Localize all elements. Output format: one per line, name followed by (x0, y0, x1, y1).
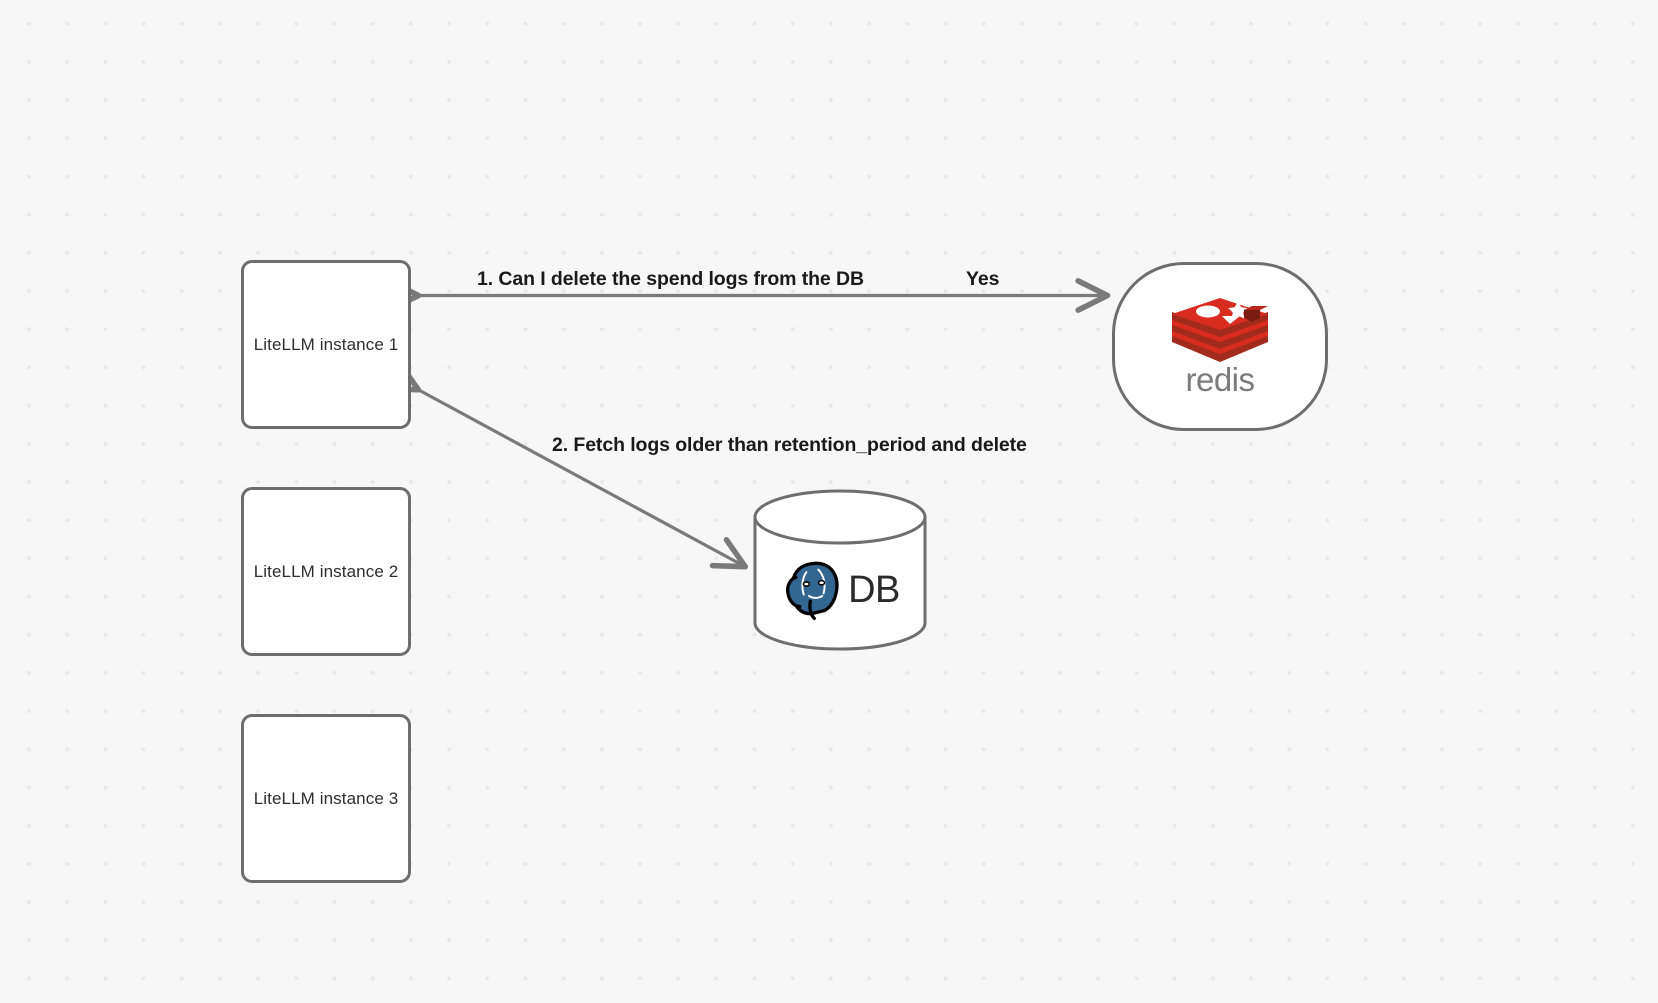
db-label: DB (848, 569, 900, 611)
redis-logo-icon (1172, 297, 1268, 362)
edge-label-can-i-delete-spend-logs: 1. Can I delete the spend logs from the … (477, 268, 864, 290)
node-litellm-instance-2[interactable]: LiteLLM instance 2 (241, 487, 411, 656)
database-cylinder-icon (753, 489, 927, 651)
edge-label-fetch-logs-older-than-retention-period: 2. Fetch logs older than retention_perio… (552, 434, 1027, 456)
redis-wordmark-icon: redis (1185, 361, 1255, 398)
node-postgres-db[interactable]: DB (752, 489, 928, 651)
node-redis[interactable]: redis (1112, 262, 1328, 431)
svg-text:redis: redis (1185, 361, 1254, 398)
node-label-litellm-instance-3: LiteLLM instance 3 (253, 788, 399, 808)
edge-label-yes: Yes (966, 268, 1000, 290)
connector-instance1-db (382, 360, 749, 570)
node-litellm-instance-1[interactable]: LiteLLM instance 1 (241, 260, 411, 429)
node-label-litellm-instance-2: LiteLLM instance 2 (253, 561, 399, 581)
postgresql-elephant-icon (786, 561, 839, 621)
node-label-litellm-instance-1: LiteLLM instance 1 (253, 334, 399, 354)
node-litellm-instance-3[interactable]: LiteLLM instance 3 (241, 714, 411, 883)
